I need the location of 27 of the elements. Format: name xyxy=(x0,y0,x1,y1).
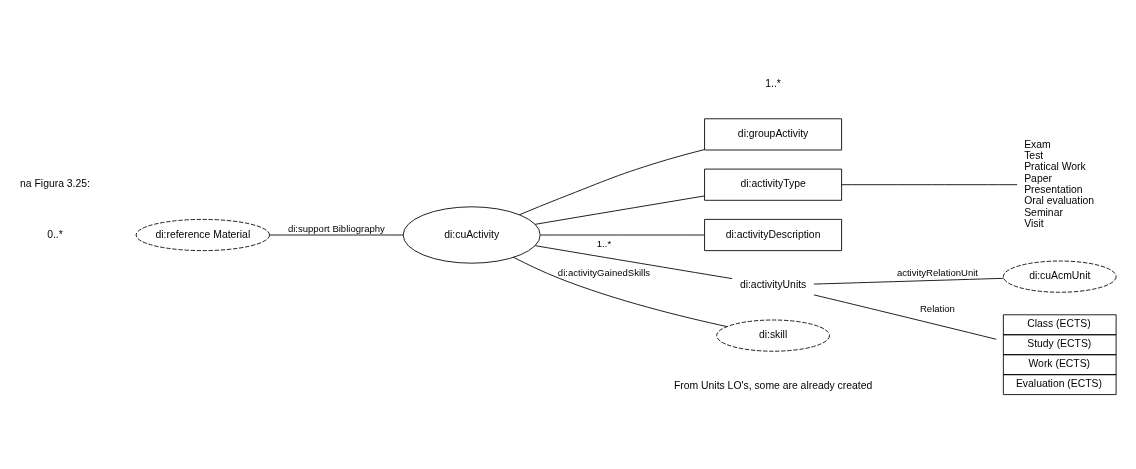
label: na Figura 3.25: xyxy=(20,177,90,189)
node-label: From Units LO's, some are already created xyxy=(673,379,873,391)
connector xyxy=(513,256,728,327)
node-box: di:activityType xyxy=(704,168,843,201)
node-ellipse: di:reference Material xyxy=(135,218,270,251)
node-box: di:groupActivity xyxy=(704,117,843,150)
connector xyxy=(519,148,705,215)
node-ellipse: di:skill xyxy=(716,319,830,352)
connector xyxy=(813,277,1004,285)
edge-label: di:activityGainedSkills xyxy=(557,266,651,278)
edge-label: activityRelationUnit xyxy=(896,266,978,278)
connector xyxy=(841,183,1018,185)
node-box: di:activityDescription xyxy=(704,218,843,251)
node-text: Exam Test Pratical Work Paper Presentation Oral evaluation Seminar Visit xyxy=(1024,138,1095,229)
connector xyxy=(534,195,705,225)
label: 1..* xyxy=(765,77,781,89)
connector xyxy=(534,244,733,279)
connector xyxy=(813,293,997,340)
node-text: di:activityUnits xyxy=(739,278,807,290)
node-ellipse: di:cuAcmUnit xyxy=(1002,260,1117,293)
connector xyxy=(269,234,404,235)
edge-label: di:support Bibliography xyxy=(287,222,385,234)
connector xyxy=(540,234,705,235)
edge-label: 1..* xyxy=(596,237,612,249)
node-ellipse: di:cuActivity xyxy=(402,205,541,264)
edge-label: Relation xyxy=(919,302,955,314)
label: 0..* xyxy=(47,228,63,240)
